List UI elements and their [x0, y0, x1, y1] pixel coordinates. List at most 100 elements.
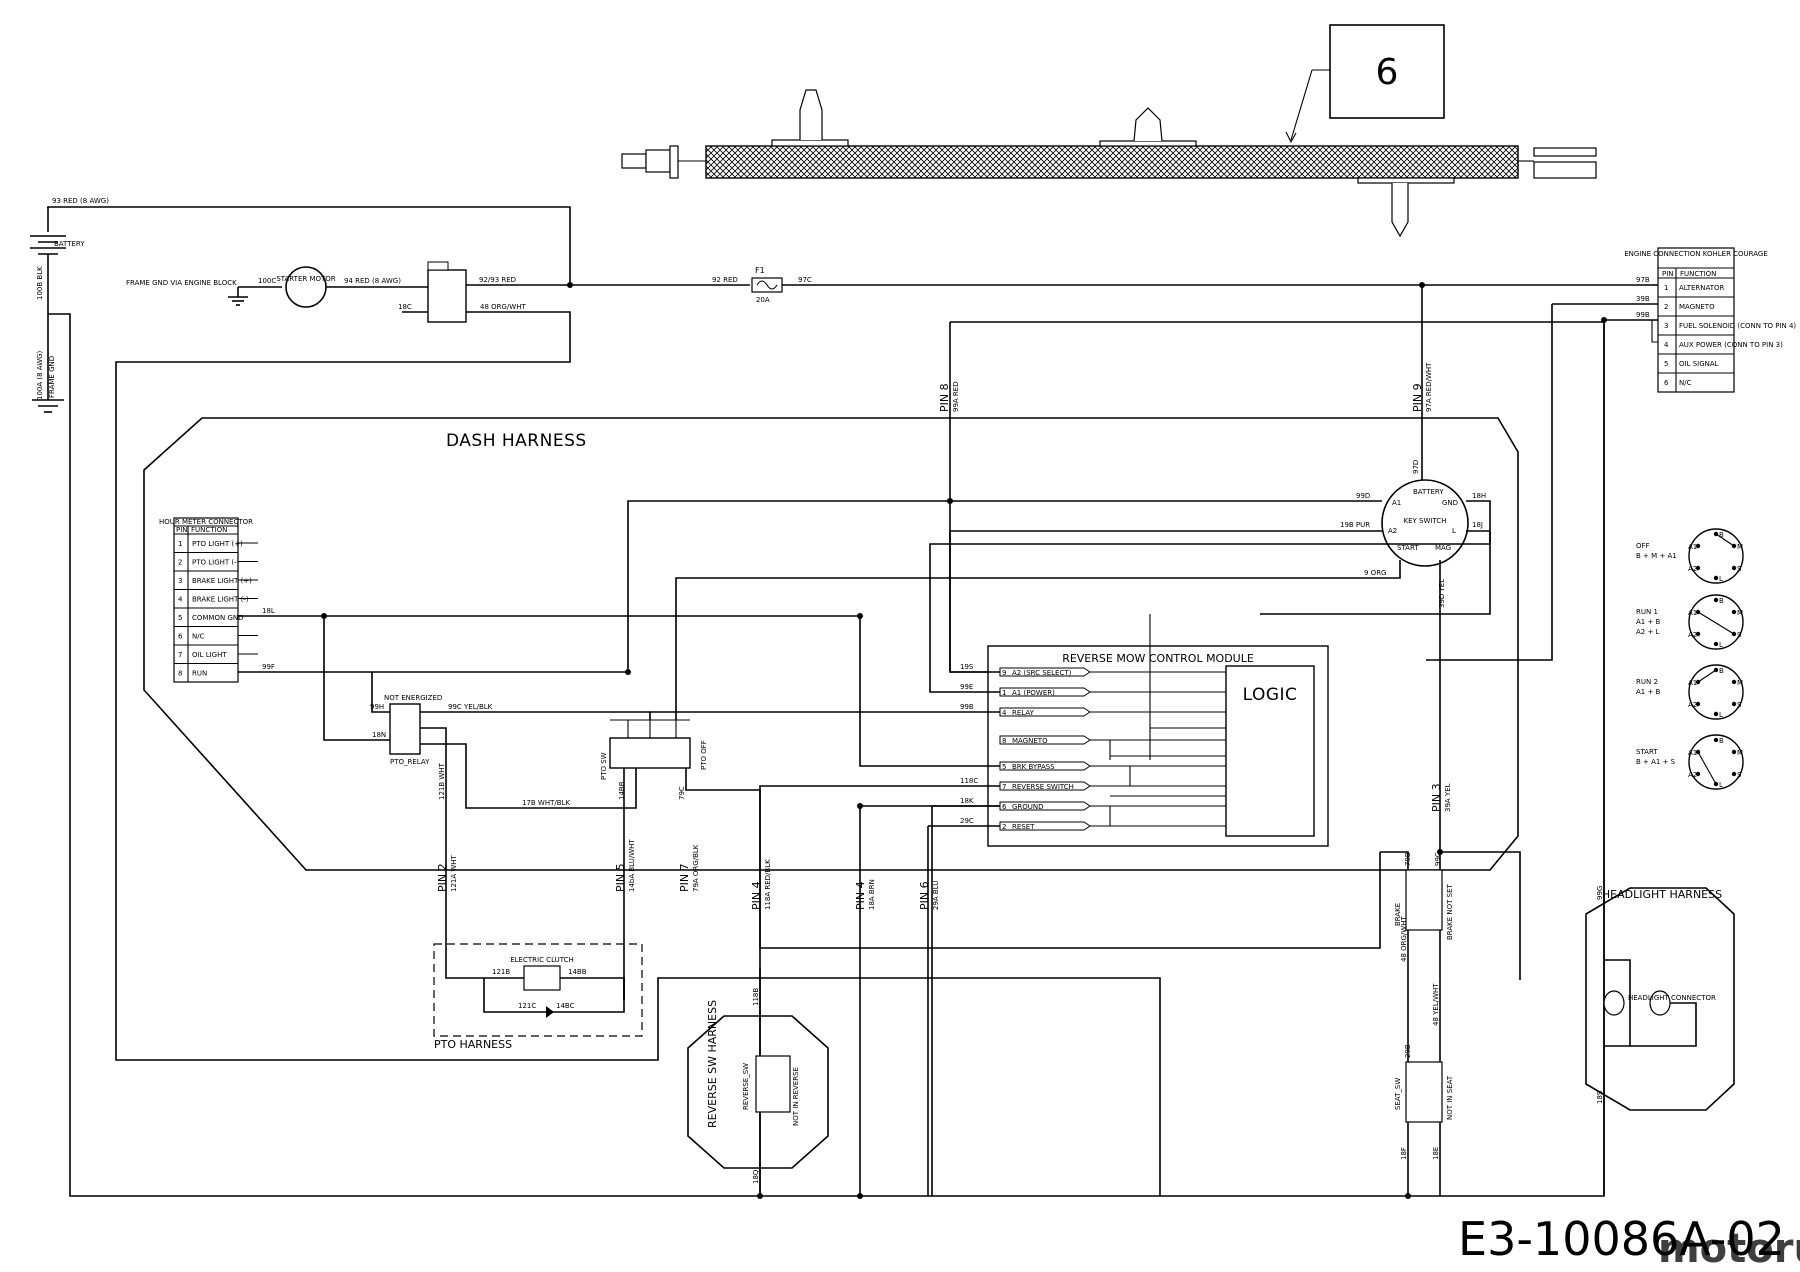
switch-terminal-dot	[1731, 609, 1737, 615]
svg-text:HEADLIGHT HARNESS: HEADLIGHT HARNESS	[1602, 888, 1722, 901]
svg-text:NOT IN SEAT: NOT IN SEAT	[1446, 1075, 1454, 1120]
switch-terminal-letter: L	[1719, 711, 1723, 719]
svg-text:48 ORG/WHT: 48 ORG/WHT	[480, 303, 526, 311]
svg-text:PIN 9: PIN 9	[1411, 383, 1424, 412]
engine-table-function: MAGNETO	[1679, 303, 1715, 311]
dash-table-pin: 5	[178, 614, 182, 622]
svg-text:39B: 39B	[1636, 295, 1650, 303]
switch-terminal-letter: M	[1737, 749, 1743, 757]
svg-text:PIN 5: PIN 5	[614, 863, 627, 892]
svg-text:PTO_RELAY: PTO_RELAY	[390, 758, 430, 766]
switch-terminal-dot	[1695, 631, 1701, 637]
module-wire-label: 99B	[960, 703, 974, 711]
svg-text:39D YEL: 39D YEL	[1438, 579, 1446, 608]
seat-switch: SEAT_SW NOT IN SEAT 29B 18F 18E	[1394, 1044, 1454, 1199]
svg-text:14BB: 14BB	[568, 968, 587, 976]
svg-text:94 RED (8 AWG): 94 RED (8 AWG)	[344, 277, 401, 285]
svg-text:100B BLK: 100B BLK	[36, 266, 44, 300]
switch-terminal-dot	[1731, 679, 1737, 685]
svg-text:92/93 RED: 92/93 RED	[479, 276, 516, 284]
switch-terminal-dot	[1695, 565, 1701, 571]
switch-terminal-dot	[1713, 641, 1719, 647]
module-terminal	[999, 821, 1091, 831]
module-wire-label: 18K	[960, 797, 974, 805]
switch-connection	[1697, 611, 1735, 635]
switch-terminal-letter: L	[1719, 641, 1723, 649]
svg-text:18C: 18C	[398, 303, 412, 311]
engine-table-function: AUX POWER (CONN TO PIN 3)	[1679, 341, 1783, 349]
svg-text:START: START	[1397, 544, 1419, 552]
switch-terminal-dot	[1731, 749, 1737, 755]
svg-text:REVERSE SW HARNESS: REVERSE SW HARNESS	[706, 1000, 719, 1128]
svg-text:100A (8 AWG): 100A (8 AWG)	[36, 350, 44, 400]
switch-terminal-letter: S	[1737, 565, 1742, 573]
engine-table-pin: 6	[1664, 379, 1669, 387]
module-terminal	[999, 687, 1091, 697]
switch-terminal-letter: A2	[1688, 631, 1697, 639]
svg-text:118B: 118B	[752, 988, 760, 1006]
svg-text:121A WHT: 121A WHT	[450, 854, 458, 892]
svg-text:20A: 20A	[756, 296, 770, 304]
svg-text:99D: 99D	[1356, 492, 1370, 500]
switch-position-line2: A2 + L	[1636, 628, 1660, 636]
switch-terminal-dot	[1731, 701, 1737, 707]
svg-text:PIN 6: PIN 6	[918, 881, 931, 910]
switch-position-line1: B + M + A1	[1636, 552, 1677, 560]
module-wire-label: 118C	[960, 777, 978, 785]
module-pin: 6	[1002, 803, 1007, 811]
module-input-label: MAGNETO	[1012, 737, 1048, 745]
svg-text:79A ORG/BLK: 79A ORG/BLK	[692, 844, 700, 892]
switch-terminal-dot	[1731, 771, 1737, 777]
svg-text:ELECTRIC CLUTCH: ELECTRIC CLUTCH	[510, 956, 574, 964]
module-terminal	[999, 761, 1091, 771]
battery-label: BATTERY	[54, 240, 85, 248]
engine-table-pin: 1	[1664, 284, 1668, 292]
engine-table-pin: 2	[1664, 303, 1668, 311]
switch-position-line1: A1 + B	[1636, 618, 1661, 626]
module-input-label: RESET	[1012, 823, 1035, 831]
svg-text:KEY SWITCH: KEY SWITCH	[1404, 517, 1447, 525]
switch-terminal-letter: L	[1719, 575, 1723, 583]
svg-text:18S: 18S	[1596, 1090, 1604, 1104]
svg-text:FRAME GND: FRAME GND	[48, 356, 56, 398]
svg-text:29B: 29B	[1404, 1044, 1412, 1058]
switch-terminal-letter: L	[1719, 781, 1723, 789]
svg-text:99C: 99C	[1434, 852, 1442, 866]
svg-text:100C: 100C	[258, 277, 276, 285]
brake-switch: BRAKE BRAKE NOT SET 79B 99C 48 ORG/WHT 4…	[1380, 851, 1454, 1062]
svg-text:A2: A2	[1388, 527, 1397, 535]
svg-text:PIN: PIN	[1662, 270, 1674, 278]
svg-text:79B: 79B	[1404, 852, 1412, 866]
svg-text:9 ORG: 9 ORG	[1364, 569, 1386, 577]
svg-text:FUNCTION: FUNCTION	[191, 526, 227, 534]
engine-table-pin: 3	[1664, 322, 1668, 330]
switch-terminal-dot	[1695, 771, 1701, 777]
dash-table-pin: 8	[178, 670, 182, 678]
svg-text:99H: 99H	[370, 703, 384, 711]
svg-text:L: L	[1452, 527, 1456, 535]
svg-text:99C YEL/BLK: 99C YEL/BLK	[448, 703, 493, 711]
dash-table-function: BRAKE LIGHT (+)	[192, 577, 252, 585]
reverse-sw-harness: REVERSE SW HARNESS REVERSE_SW NOT IN REV…	[687, 968, 829, 1196]
switch-position-circle	[1688, 664, 1744, 720]
module-input-label: BRK BYPASS	[1012, 763, 1055, 771]
svg-text:PIN 4: PIN 4	[750, 881, 763, 910]
switch-terminal-dot	[1695, 701, 1701, 707]
dash-table-pin: 4	[178, 596, 183, 604]
svg-text:14BB: 14BB	[618, 781, 626, 800]
svg-text:BRAKE: BRAKE	[1394, 903, 1402, 926]
switch-terminal-letter: A1	[1688, 543, 1697, 551]
svg-text:GND: GND	[1442, 499, 1458, 507]
key-switch: KEY SWITCH BATTERY A1 GND A2 L START MAG…	[627, 285, 1521, 980]
switch-terminal-letter: S	[1737, 701, 1742, 709]
svg-text:18Q: 18Q	[752, 1169, 760, 1184]
svg-text:121B: 121B	[492, 968, 510, 976]
svg-text:29A BLU: 29A BLU	[932, 881, 940, 910]
module-wire-label: 29C	[960, 817, 974, 825]
svg-text:17B WHT/BLK: 17B WHT/BLK	[522, 799, 570, 807]
module-terminal	[999, 667, 1091, 677]
module-input-label: RELAY	[1012, 709, 1035, 717]
